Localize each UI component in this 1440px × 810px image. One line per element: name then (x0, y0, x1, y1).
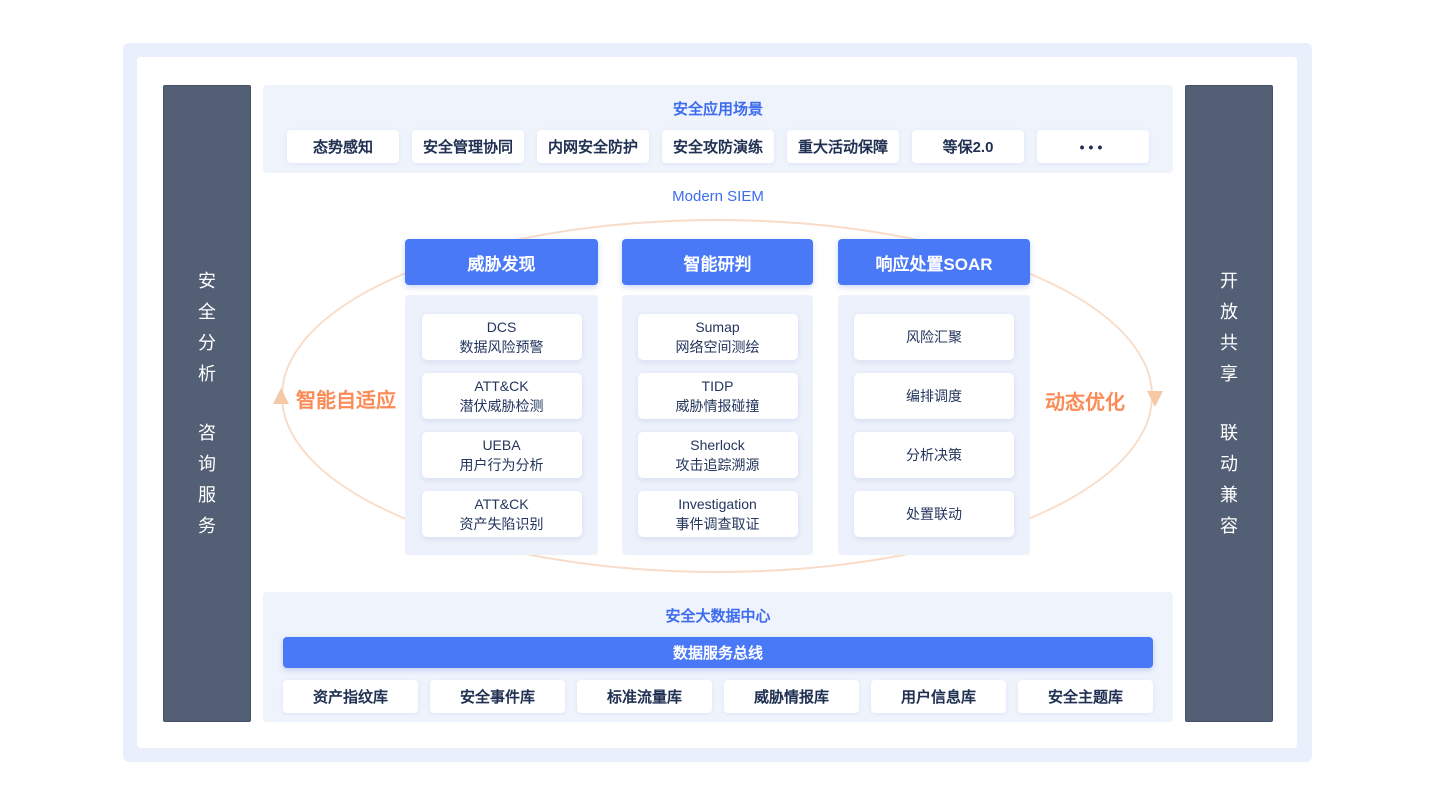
capability-card: TIDP 威胁情报碰撞 (637, 372, 798, 419)
capability-card-subtitle: 事件调查取证 (675, 515, 760, 532)
left-sidebar-label-analysis: 安全分析 (198, 270, 216, 384)
column-panel-intelligent-analysis: Sumap 网络空间测绘 TIDP 威胁情报碰撞 Sherlock 攻击追踪溯源… (622, 295, 813, 555)
data-center-section: 安全大数据中心 数据服务总线 资产指纹库 安全事件库 标准流量库 威胁情报库 用… (263, 592, 1173, 722)
column-response-soar: 响应处置SOAR 风险汇聚 编排调度 分析决策 处置联动 (838, 239, 1030, 555)
scenario-pill-major-event-assurance: 重大活动保障 (787, 130, 899, 163)
up-arrow-icon (273, 388, 289, 404)
capability-card-subtitle: 网络空间测绘 (675, 338, 760, 355)
siem-title: Modern SIEM (672, 188, 764, 205)
capability-card-title: TIDP (701, 377, 734, 394)
more-ellipsis-icon: ••• (1037, 130, 1149, 163)
capability-card-subtitle: 潜伏威胁检测 (459, 397, 544, 414)
capability-card: 处置联动 (854, 490, 1014, 537)
capability-card: 风险汇聚 (854, 313, 1014, 360)
column-panel-threat-discovery: DCS 数据风险预警 ATT&CK 潜伏威胁检测 UEBA 用户行为分析 ATT… (405, 295, 598, 555)
capability-card-title: DCS (486, 318, 517, 335)
capability-card: 编排调度 (854, 372, 1014, 419)
right-sidebar-label-open-sharing: 开放共享 (1220, 270, 1238, 384)
capability-card-title: UEBA (482, 436, 521, 453)
capability-card: Sumap 网络空间测绘 (637, 313, 798, 360)
capability-card-subtitle: 用户行为分析 (459, 456, 544, 473)
db-pill-user-info: 用户信息库 (871, 680, 1006, 713)
column-intelligent-analysis: 智能研判 Sumap 网络空间测绘 TIDP 威胁情报碰撞 Sherlock 攻… (622, 239, 813, 555)
left-sidebar: 安全分析 咨询服务 (163, 85, 251, 722)
capability-card-subtitle: 数据风险预警 (459, 338, 544, 355)
capability-card: 分析决策 (854, 431, 1014, 478)
capability-card: DCS 数据风险预警 (421, 313, 582, 360)
scenario-pill-security-management: 安全管理协同 (412, 130, 524, 163)
scenarios-section: 安全应用场景 态势感知 安全管理协同 内网安全防护 安全攻防演练 重大活动保障 … (263, 85, 1173, 173)
scenarios-row: 态势感知 安全管理协同 内网安全防护 安全攻防演练 重大活动保障 等保2.0 •… (263, 130, 1173, 163)
database-row: 资产指纹库 安全事件库 标准流量库 威胁情报库 用户信息库 安全主题库 (263, 680, 1173, 713)
capability-card-title: 风险汇聚 (906, 328, 962, 345)
data-center-title: 安全大数据中心 (665, 608, 771, 625)
capability-card-title: Investigation (678, 495, 757, 512)
db-pill-asset-fingerprint: 资产指纹库 (283, 680, 418, 713)
capability-card-title: Sherlock (690, 436, 745, 453)
dynamic-optimization-label: 动态优化 (1045, 392, 1125, 414)
column-header-threat-discovery: 威胁发现 (405, 239, 598, 285)
scenarios-section-title: 安全应用场景 (672, 101, 763, 118)
capability-card-subtitle: 攻击追踪溯源 (675, 456, 760, 473)
capability-card: ATT&CK 资产失陷识别 (421, 490, 582, 537)
capability-card-subtitle: 威胁情报碰撞 (675, 397, 760, 414)
capability-card: UEBA 用户行为分析 (421, 431, 582, 478)
db-pill-threat-intel: 威胁情报库 (724, 680, 859, 713)
right-sidebar: 开放共享 联动兼容 (1185, 85, 1273, 722)
capability-card: Sherlock 攻击追踪溯源 (637, 431, 798, 478)
right-sidebar-label-linkage: 联动兼容 (1220, 422, 1238, 536)
capability-card-title: ATT&CK (474, 377, 529, 394)
adaptive-label: 智能自适应 (296, 390, 396, 412)
scenario-pill-dengbao: 等保2.0 (912, 130, 1024, 163)
down-arrow-icon (1147, 391, 1163, 407)
db-pill-standard-traffic: 标准流量库 (577, 680, 712, 713)
column-threat-discovery: 威胁发现 DCS 数据风险预警 ATT&CK 潜伏威胁检测 UEBA 用户行为分… (405, 239, 598, 555)
scenario-pill-attack-defense-drill: 安全攻防演练 (662, 130, 774, 163)
column-panel-response-soar: 风险汇聚 编排调度 分析决策 处置联动 (838, 295, 1030, 555)
left-sidebar-label-consulting: 咨询服务 (198, 422, 216, 536)
scenario-pill-situation-awareness: 态势感知 (287, 130, 399, 163)
capability-card-title: 分析决策 (906, 446, 962, 463)
capability-card-title: 编排调度 (906, 387, 962, 404)
db-pill-security-events: 安全事件库 (430, 680, 565, 713)
column-header-intelligent-analysis: 智能研判 (622, 239, 813, 285)
capability-card-title: Sumap (695, 318, 740, 335)
column-header-response-soar: 响应处置SOAR (838, 239, 1030, 285)
capability-card-subtitle: 资产失陷识别 (459, 515, 544, 532)
capability-card: ATT&CK 潜伏威胁检测 (421, 372, 582, 419)
data-service-bus-bar: 数据服务总线 (283, 637, 1153, 668)
capability-card-title: ATT&CK (474, 495, 529, 512)
capability-card: Investigation 事件调查取证 (637, 490, 798, 537)
scenario-pill-intranet-protection: 内网安全防护 (537, 130, 649, 163)
capability-card-title: 处置联动 (906, 505, 962, 522)
db-pill-security-topics: 安全主题库 (1018, 680, 1153, 713)
